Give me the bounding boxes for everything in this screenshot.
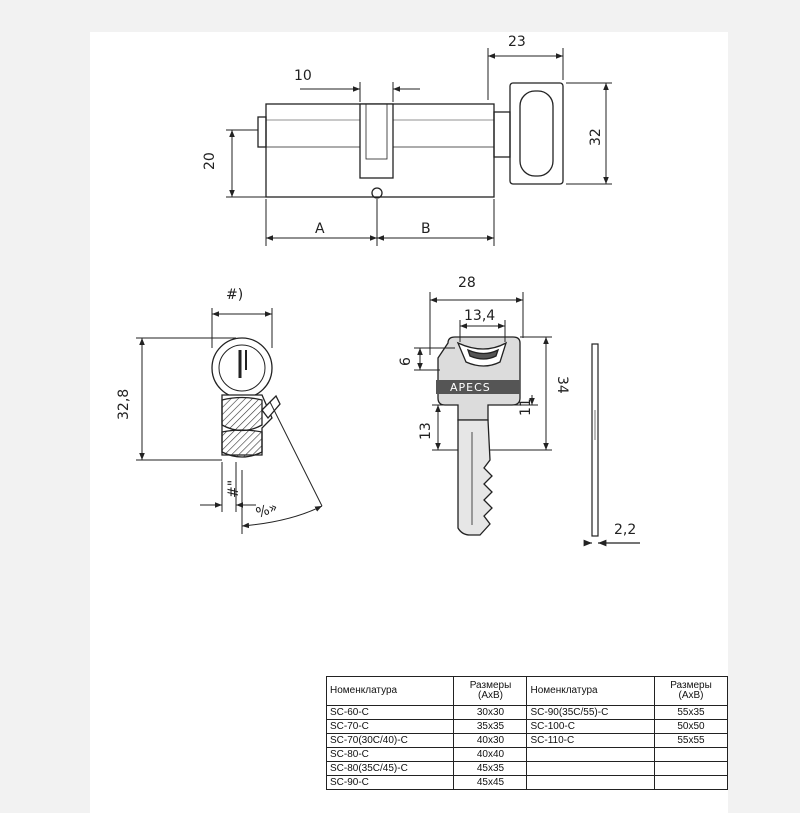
cell-name [526,761,655,776]
dim-part-a: A [315,221,325,237]
cell-size [653,775,729,790]
cell-size [653,747,729,762]
dim-cylinder-height: 20 [202,152,218,170]
cell-size: 50x50 [653,719,729,734]
dim-part-b: B [421,221,431,237]
cell-name: SC-70-C [325,719,455,734]
cell-name: SC-80(35C/45)-C [325,761,455,776]
header-name-1: Номенклатура [325,676,455,706]
table-row: SC-70(30C/40)-C 40x30 SC-110-C 55x55 [325,733,729,748]
dim-key-length: 34 [554,376,570,394]
cell-size: 30x30 [453,705,528,720]
cell-name: SC-110-C [526,733,655,748]
cell-size: 45x35 [453,761,528,776]
cell-size: 35x35 [453,719,528,734]
cell-name: SC-80-C [325,747,455,762]
cell-size: 55x55 [653,733,729,748]
dim-cam-width: 10 [294,68,312,84]
cell-name: SC-90(35C/55)-C [526,705,655,720]
dim-profile-width: #) [226,287,243,303]
table-row: SC-60-C 30x30 SC-90(35C/55)-C 55x35 [325,705,729,720]
header-size-1: Размеры(АхВ) [453,676,528,706]
cell-size [653,761,729,776]
top-view-dimension-lines [226,48,612,246]
header-name-2: Номенклатура [526,676,655,706]
dim-thumbturn-width: 23 [508,34,526,50]
table-row: SC-80-C 40x40 [325,747,729,762]
cell-name [526,775,655,790]
cell-size: 45x45 [453,775,528,790]
cell-size: 40x40 [453,747,528,762]
cell-name: SC-90-C [325,775,455,790]
cell-name: SC-70(30C/40)-C [325,733,455,748]
table-row: SC-70-C 35x35 SC-100-C 50x50 [325,719,729,734]
table-header-row: Номенклатура Размеры(АхВ) Номенклатура Р… [325,676,729,706]
dim-profile-height: 32,8 [116,389,132,420]
table-row: SC-90-C 45x45 [325,775,729,790]
table-row: SC-80(35C/45)-C 45x35 [325,761,729,776]
dim-profile-offset: #" [226,480,242,498]
cell-name: SC-60-C [325,705,455,720]
cylinder-profile-view [211,337,281,458]
cell-name [526,747,655,762]
dim-thumbturn-height: 32 [588,128,604,146]
dim-key-bow-height: 13 [418,422,434,440]
dim-key-width: 28 [458,275,476,291]
key-dimension-lines [414,292,552,451]
key-drawing [436,336,521,536]
dim-key-head-height: 6 [398,357,414,366]
cell-size: 40x30 [453,733,528,748]
cell-size: 55x35 [653,705,729,720]
dim-key-thickness: 2,2 [614,522,636,538]
specification-table: Номенклатура Размеры(АхВ) Номенклатура Р… [325,676,729,790]
dim-profile-angle: %» [254,499,280,522]
key-side-view [583,343,640,547]
header-size-2: Размеры(АхВ) [653,676,729,706]
cell-name: SC-100-C [526,719,655,734]
dim-key-inner-width: 13,4 [464,308,495,324]
cylinder-top-view [257,82,564,199]
key-brand-logo: APECS [450,381,491,394]
dim-key-shoulder: 11 [518,398,534,416]
profile-dimension-lines [136,308,323,534]
